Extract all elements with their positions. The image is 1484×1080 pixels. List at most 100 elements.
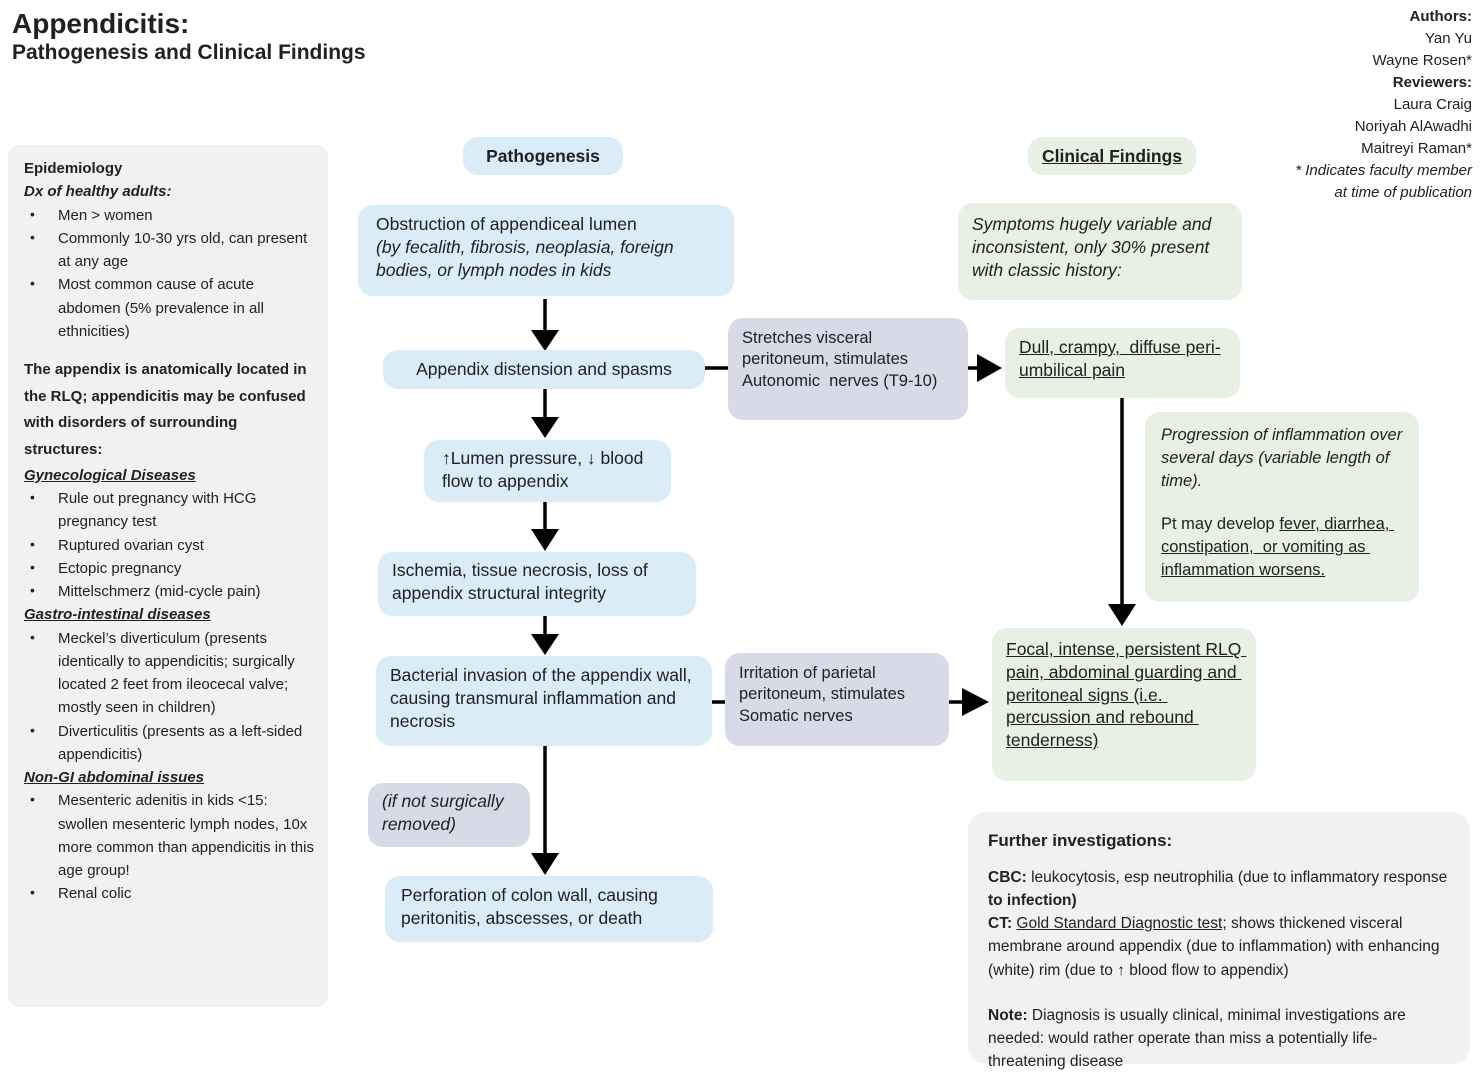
progression-symptoms-text: Pt may develop fever, diarrhea, constipa… [1161, 513, 1403, 581]
symptoms-variability-note: Symptoms hugely variable and inconsisten… [958, 203, 1242, 300]
bullet-icon: • [30, 228, 35, 245]
list-item-text: Men > women [58, 206, 153, 224]
non-gi-list: • Mesenteric adenitis in kids <15: swolle… [24, 789, 314, 905]
bullet-icon: • [30, 489, 35, 505]
epidemiology-sidebar: Epidemiology Dx of healthy adults: • Men … [8, 145, 328, 1007]
list-item-text: Renal colic [58, 885, 132, 903]
cbc-label: CBC: [988, 868, 1032, 886]
bullet-icon: • [30, 558, 35, 575]
credits-footnote: at time of publication [1334, 184, 1472, 202]
sidebar-heading: Epidemiology [24, 160, 123, 177]
note-text: Diagnosis is usually clinical, minimal i… [988, 1006, 1406, 1071]
title-line2: Pathogenesis and Clinical Findings [12, 41, 366, 65]
title-line1: Appendicitis: [12, 8, 190, 39]
paragraph-gap [1161, 492, 1403, 513]
list-item: • Renal colic [24, 882, 314, 905]
note-line: Note: Diagnosis is usually clinical, min… [988, 1004, 1450, 1074]
ct-label: CT: [988, 915, 1017, 932]
credits-footnote: * Indicates faculty member [1295, 162, 1472, 180]
reviewer-name: Laura Craig [1393, 96, 1472, 114]
list-item: • Diverticulitis (presents as a left-side… [24, 720, 314, 767]
reviewer-name: Maitreyi Raman* [1361, 140, 1472, 158]
list-item: • Ectopic pregnancy [24, 557, 314, 580]
list-item: • Mittelschmerz (mid-cycle pain) [24, 580, 314, 603]
list-item: • Meckel’s diverticulum (presents identic… [24, 627, 314, 720]
list-item-text: Mittelschmerz (mid-cycle pain) [58, 583, 261, 600]
arrowhead-down-icon [531, 529, 559, 551]
section-heading-gastrointestinal: Gastro-intestinal diseases [24, 606, 211, 624]
ct-line: CT: Gold Standard Diagnostic test; shows… [988, 912, 1450, 982]
distension-box: Appendix distension and spasms [383, 350, 705, 389]
list-item: • Mesenteric adenitis in kids <15: swolle… [24, 789, 314, 882]
list-item-text: Ruptured ovarian cyst [58, 536, 204, 554]
gastrointestinal-list: • Meckel’s diverticulum (presents identic… [24, 627, 314, 767]
pathogenesis-column-header: Pathogenesis [463, 137, 623, 175]
if-not-removed-note: (if not surgically removed) [368, 783, 530, 847]
section-heading-non-gi: Non-GI abdominal issues [24, 769, 205, 786]
ischemia-box: Ischemia, tissue necrosis, loss of appen… [378, 552, 696, 616]
progression-note-box: Progression of inflammation over several… [1145, 412, 1419, 602]
progression-underline-text: fever, diarrhea, constipation, or vomiti… [1161, 515, 1394, 579]
investigations-heading: Further investigations: [988, 831, 1173, 850]
author-name: Wayne Rosen* [1372, 52, 1473, 70]
epidemiology-list: • Men > women • Commonly 10-30 yrs old, ca… [24, 204, 314, 344]
list-item-text: Most common cause of acute abdomen (5% p… [58, 276, 264, 340]
progression-lead-text: Pt may develop [1161, 515, 1280, 534]
gynecological-list: • Rule out pregnancy with HCG pregnancy t… [24, 487, 314, 603]
obstruction-box: Obstruction of appendiceal lumen(by feca… [358, 205, 734, 296]
bullet-icon: • [30, 721, 35, 738]
arrowhead-down-icon [531, 330, 559, 351]
section-heading-gynecological: Gynecological Diseases [24, 466, 196, 484]
list-item: • Ruptured ovarian cyst [24, 534, 314, 557]
list-item-text: Ectopic pregnancy [58, 559, 182, 577]
stretches-peritoneum-box: Stretches visceral peritoneum, stimulate… [728, 318, 968, 420]
cbc-text: leukocytosis, esp neutrophilia (due to i… [1031, 868, 1448, 886]
list-item-text: Rule out pregnancy with HCG pregnancy te… [58, 490, 257, 531]
bullet-icon: • [30, 582, 35, 598]
dull-pain-box: Dull, crampy, diffuse peri-umbilical pai… [1005, 328, 1240, 398]
arrowhead-right-icon [962, 688, 989, 716]
bullet-icon: • [30, 884, 35, 901]
arrowhead-down-icon [531, 634, 559, 655]
arrowhead-down-icon [1108, 604, 1136, 626]
perforation-box: Perforation of colon wall, causing perit… [385, 876, 713, 942]
reviewer-name: Noriyah AlAwadhi [1354, 118, 1472, 136]
list-item: • Commonly 10-30 yrs old, can present at … [24, 227, 314, 274]
further-investigations-panel: Further investigations: CBC: leukocytosi… [968, 812, 1470, 1070]
list-item: • Most common cause of acute abdomen (5% … [24, 273, 314, 343]
list-item-text: Meckel’s diverticulum (presents identica… [58, 629, 295, 717]
arrowhead-right-icon [977, 354, 1002, 382]
note-label: Note: [988, 1006, 1028, 1024]
sidebar-subheading: Dx of healthy adults: [24, 183, 172, 201]
anatomy-note: The appendix is anatomically located in … [24, 361, 307, 459]
cbc-line: CBC: leukocytosis, esp neutrophilia (due… [988, 866, 1450, 913]
lumen-pressure-box: ↑Lumen pressure, ↓ blood flow to appendi… [424, 440, 671, 502]
clinical-findings-column-header: Clinical Findings [1028, 137, 1196, 175]
credits-block: Authors: Yan Yu Wayne Rosen* Reviewers: … [1295, 6, 1472, 204]
arrowhead-down-icon [531, 417, 559, 438]
ct-underline-text: Gold Standard Diagnostic test; [1016, 915, 1227, 932]
ct-text: shows thickened visceral membrane around… [988, 915, 1440, 979]
bullet-icon: • [30, 275, 35, 292]
list-item: • Men > women [24, 204, 314, 227]
list-item-text: Mesenteric adenitis in kids <15: swollen… [58, 792, 314, 879]
reviewers-label: Reviewers: [1392, 74, 1472, 92]
bacterial-invasion-box: Bacterial invasion of the appendix wall,… [376, 656, 712, 746]
author-name: Yan Yu [1425, 30, 1472, 48]
bullet-icon: • [30, 205, 35, 222]
irritation-peritoneum-box: Irritation of parietal peritoneum, stimu… [725, 653, 949, 746]
list-item: • Rule out pregnancy with HCG pregnancy t… [24, 487, 314, 534]
bullet-icon: • [30, 791, 35, 808]
obstruction-detail-text: (by fecalith, fibrosis, neoplasia, forei… [376, 236, 679, 280]
focal-pain-box: Focal, intense, persistent RLQ pain, abd… [992, 628, 1256, 781]
paragraph-gap [988, 982, 1450, 1004]
list-item-text: Commonly 10-30 yrs old, can present at a… [58, 229, 308, 270]
authors-label: Authors: [1409, 8, 1473, 25]
bullet-icon: • [30, 628, 35, 645]
list-item-text: Diverticulitis (presents as a left-sided… [58, 722, 303, 763]
cbc-bold-text: to infection) [988, 891, 1077, 909]
obstruction-text: Obstruction of appendiceal lumen [376, 214, 637, 234]
page-title: Appendicitis: Pathogenesis and Clinical … [12, 8, 366, 66]
bullet-icon: • [30, 535, 35, 552]
